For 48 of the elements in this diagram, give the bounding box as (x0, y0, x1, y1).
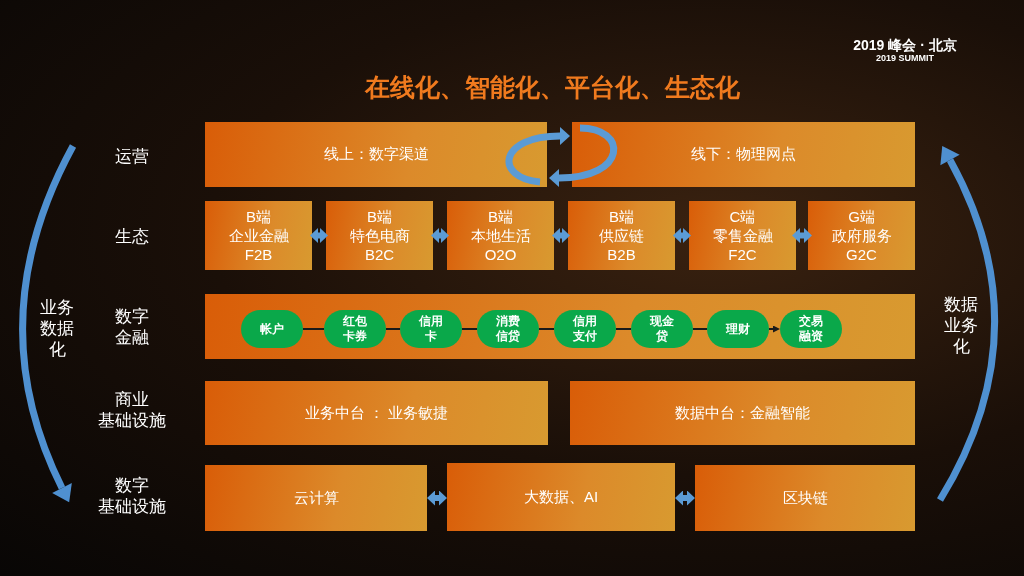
layer-box: 线上：数字渠道 (205, 122, 547, 187)
arrow (673, 228, 691, 243)
arrow (675, 490, 695, 506)
row-label: 生态 (115, 225, 149, 247)
layer-box: 云计算 (205, 465, 427, 531)
event-text: 2019 SUMMIT (876, 52, 934, 64)
event-text: 2019 峰会 · 北京 (853, 37, 957, 53)
ecosystem-box: B端特色电商B2C (326, 201, 433, 270)
connector-line (692, 328, 708, 330)
ecosystem-box: G端政府服务G2C (808, 201, 915, 270)
connector-line (538, 328, 555, 330)
ecosystem-box: B端本地生活O2O (447, 201, 554, 270)
row-label: 数字金融 (115, 306, 149, 348)
service-pill: 消费信贷 (477, 310, 539, 348)
service-pill: 帐户 (241, 310, 303, 348)
arrow (431, 228, 449, 243)
layer-box: 线下：物理网点 (572, 122, 915, 187)
finance-band (205, 294, 915, 359)
connector-line (615, 328, 632, 330)
connector-line (768, 325, 780, 333)
layer-box: 数据中台：金融智能 (570, 381, 915, 445)
connector-line (302, 328, 325, 330)
connector-line (461, 328, 478, 330)
arrow (552, 228, 570, 243)
service-pill: 信用卡 (400, 310, 462, 348)
arrow (310, 228, 328, 243)
ecosystem-box: B端供应链B2B (568, 201, 675, 270)
layer-box: 区块链 (695, 465, 915, 531)
row-label: 商业基础设施 (98, 389, 166, 431)
arrow (427, 490, 447, 506)
layer-box: 大数据、AI (447, 463, 675, 531)
slide-title: 在线化、智能化、平台化、生态化 (364, 76, 740, 98)
arrow (505, 127, 570, 186)
layer-box: 业务中台 ： 业务敏捷 (205, 381, 548, 445)
row-label: 数字基础设施 (98, 475, 166, 517)
arrow (549, 124, 617, 187)
side-label: 数据业务化 (944, 293, 978, 357)
service-pill: 现金贷 (631, 310, 693, 348)
service-pill: 交易融资 (780, 310, 842, 348)
side-label: 业务数据化 (40, 296, 74, 360)
row-label: 运营 (115, 145, 149, 167)
arrow (792, 228, 812, 243)
ecosystem-box: B端企业金融F2B (205, 201, 312, 270)
service-pill: 红包卡券 (324, 310, 386, 348)
service-pill: 理财 (707, 310, 769, 348)
service-pill: 信用支付 (554, 310, 616, 348)
connector-line (385, 328, 401, 330)
ecosystem-box: C端零售金融F2C (689, 201, 796, 270)
